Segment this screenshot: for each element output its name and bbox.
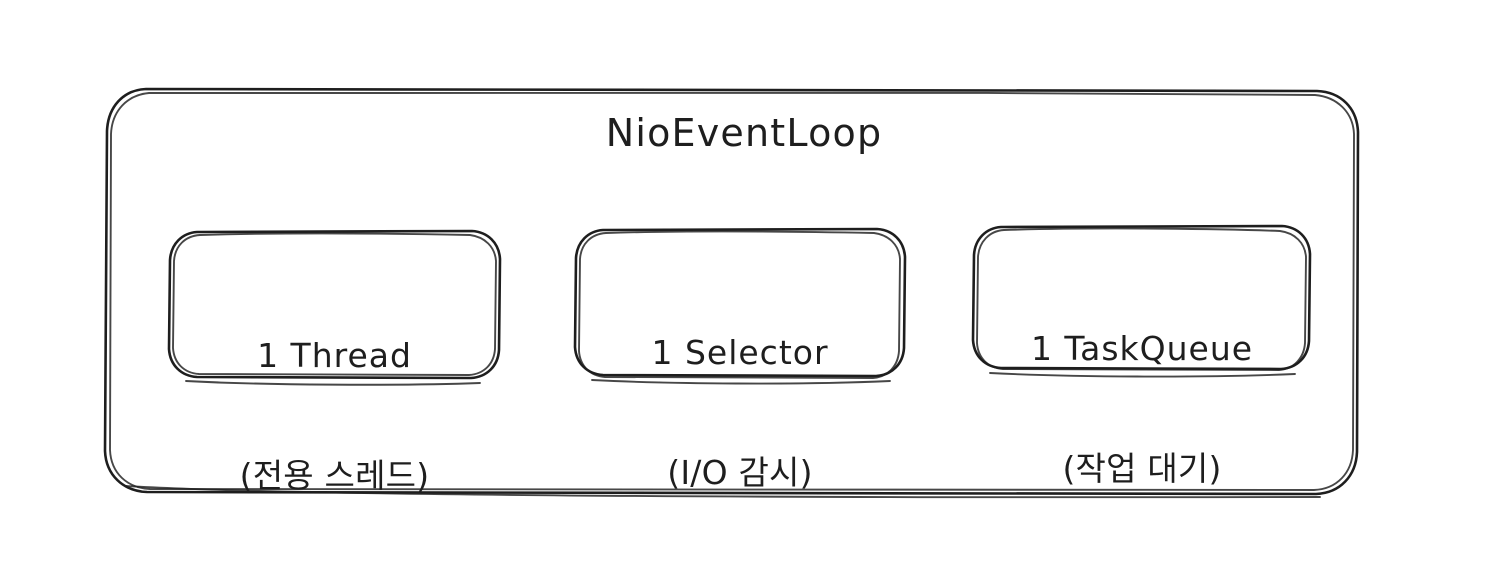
component-box-selector-shape[interactable] <box>573 227 907 385</box>
component-box-taskqueue-shape[interactable] <box>971 224 1312 378</box>
component-box-thread-shape[interactable] <box>167 229 502 386</box>
nio-event-loop-container-shape[interactable] <box>103 87 1360 499</box>
